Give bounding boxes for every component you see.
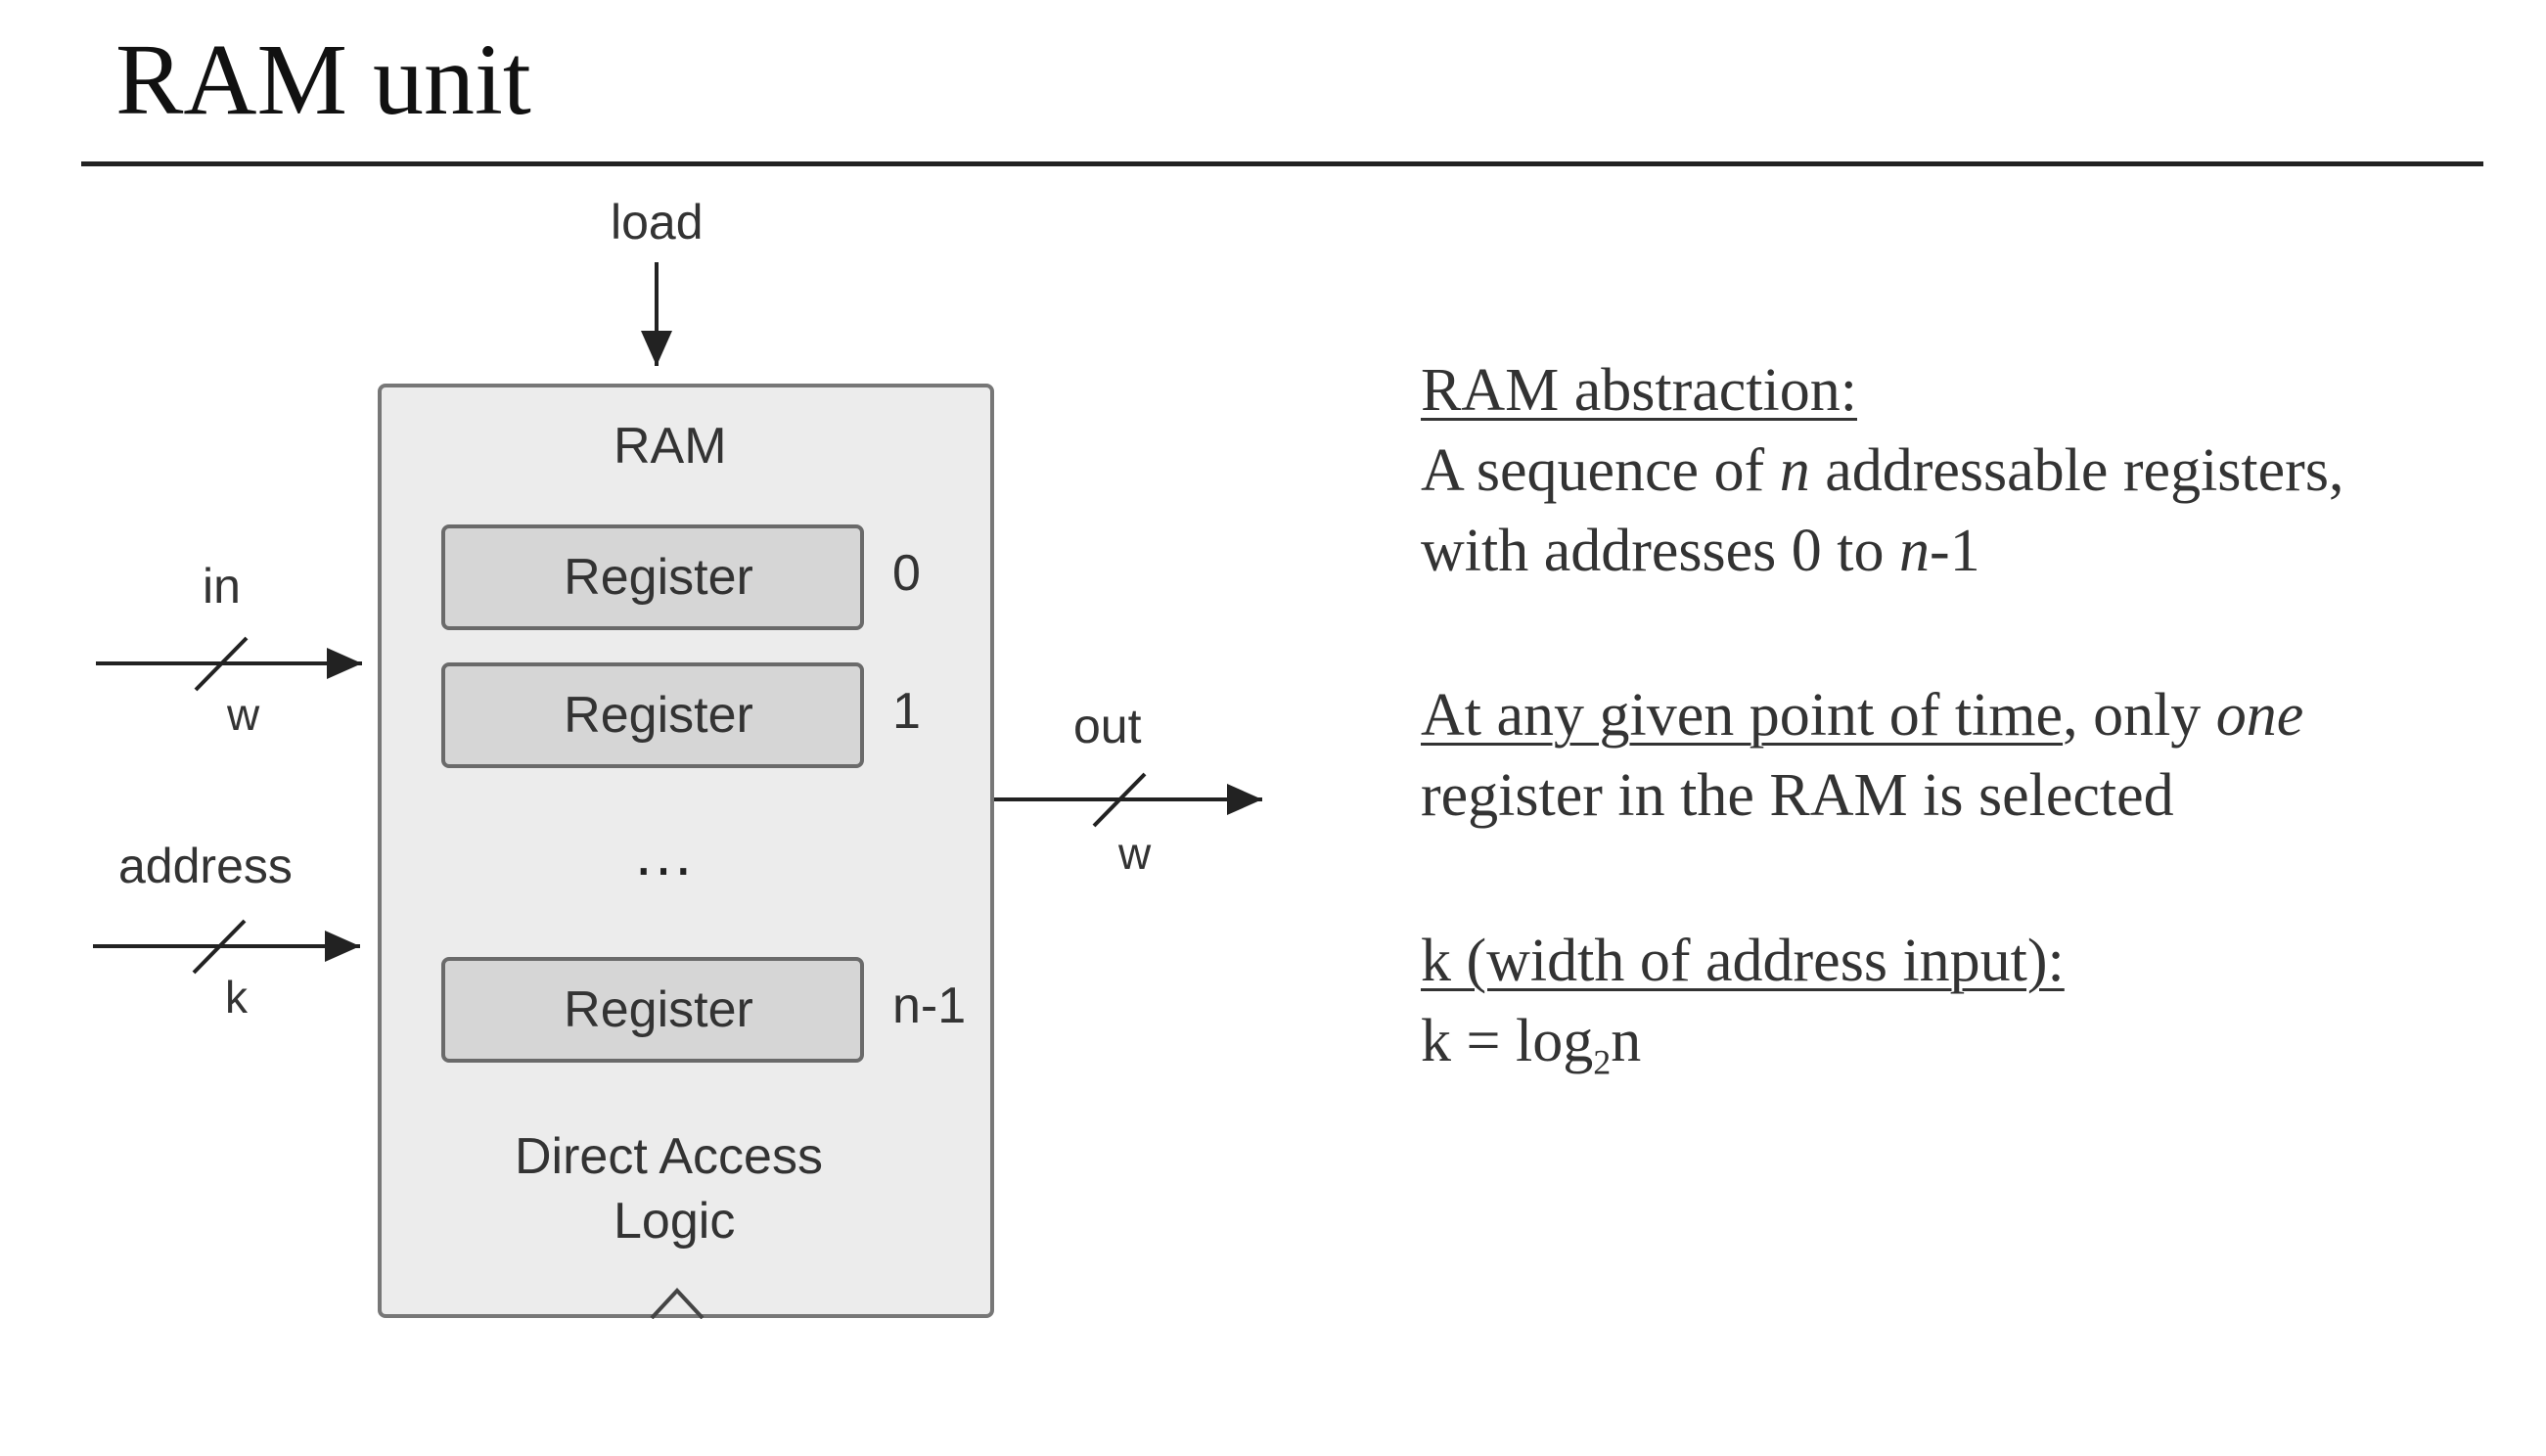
register-0-label: Register: [564, 549, 753, 606]
out-bus-slash: [1092, 772, 1147, 828]
in-label: in: [203, 559, 241, 614]
register-n-1: Register: [441, 957, 864, 1063]
register-0: Register: [441, 524, 864, 630]
abstraction-text: A sequence of: [1421, 437, 1780, 504]
register-0-index: 0: [892, 545, 921, 602]
abstraction-text: with addresses 0 to: [1421, 518, 1900, 584]
selection-note: At any given point of time, only one reg…: [1421, 675, 2303, 836]
address-width-heading: k (width of address input):: [1421, 928, 2065, 994]
title-divider: [81, 161, 2483, 166]
address-width-note: k (width of address input): k = log2n: [1421, 921, 2065, 1102]
register-ellipsis: …: [632, 818, 695, 888]
register-1-label: Register: [564, 687, 753, 744]
formula-text: n: [1611, 1008, 1642, 1074]
selection-text: register in the RAM is selected: [1421, 762, 2174, 829]
formula-subscript: 2: [1593, 1042, 1612, 1082]
register-n-1-label: Register: [564, 981, 753, 1038]
ram-abstraction-note: RAM abstraction: A sequence of n address…: [1421, 350, 2343, 591]
in-width-label: w: [227, 689, 260, 740]
direct-access-logic-line2: Logic: [614, 1193, 736, 1250]
address-label: address: [118, 839, 293, 893]
ram-abstraction-heading: RAM abstraction:: [1421, 357, 1857, 424]
ram-label: RAM: [614, 418, 727, 475]
direct-access-logic-line1: Direct Access: [515, 1128, 823, 1185]
clock-triangle-icon: [650, 1288, 705, 1319]
register-1: Register: [441, 662, 864, 768]
abstraction-text: addressable registers,: [1809, 437, 2344, 504]
n-variable: n: [1779, 437, 1810, 504]
out-width-label: w: [1118, 828, 1152, 879]
out-label: out: [1073, 699, 1142, 753]
load-label: load: [611, 195, 704, 250]
selection-heading: At any given point of time: [1421, 682, 2064, 749]
address-bus-slash: [192, 919, 247, 975]
abstraction-text: -1: [1930, 518, 1980, 584]
selection-text: , only: [2063, 682, 2216, 749]
register-n-1-index: n-1: [892, 978, 967, 1034]
formula-text: k = log: [1421, 1008, 1594, 1074]
page-title: RAM unit: [115, 23, 531, 136]
selection-emphasis: one: [2215, 682, 2304, 749]
address-width-label: k: [225, 972, 248, 1023]
in-bus-slash: [194, 636, 249, 692]
register-1-index: 1: [892, 683, 921, 740]
n-variable: n: [1899, 518, 1931, 584]
